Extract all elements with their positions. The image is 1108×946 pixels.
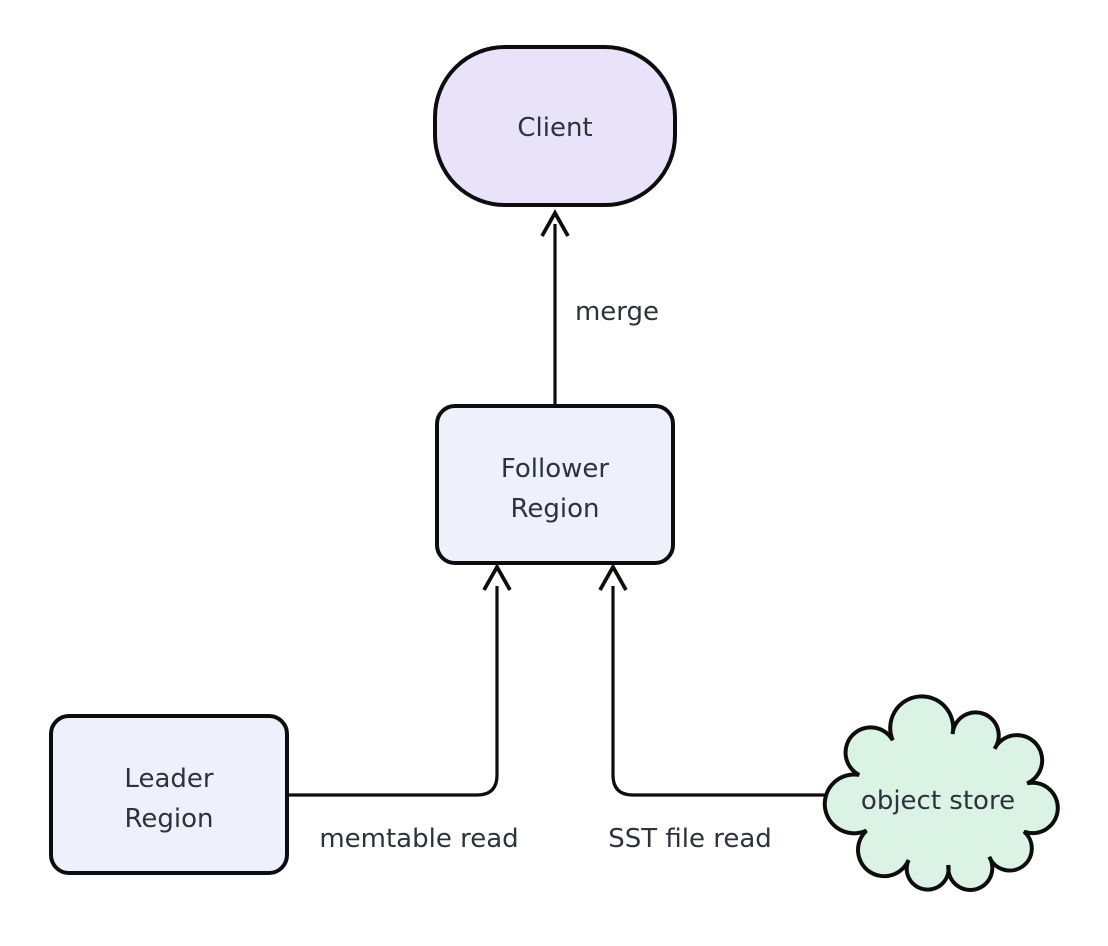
merge-edge: merge xyxy=(540,209,659,406)
client-node: Client xyxy=(433,45,677,207)
follower-region-node: Follower Region xyxy=(435,404,675,565)
merge-arrowhead-icon xyxy=(540,209,570,237)
leader-region-label-line1: Leader xyxy=(124,764,213,794)
merge-edge-label: merge xyxy=(575,297,659,327)
memtable-read-edge-line xyxy=(278,586,499,797)
follower-region-shape xyxy=(435,404,675,565)
sst-file-read-edge-label: SST file read xyxy=(608,824,772,854)
leader-region-label-line2: Region xyxy=(124,804,213,834)
sst-file-read-edge: SST file read xyxy=(598,563,870,854)
memtable-read-edge-label: memtable read xyxy=(319,824,518,854)
leader-region-shape xyxy=(49,714,289,875)
leader-region-node: Leader Region xyxy=(49,714,289,875)
client-shape xyxy=(433,45,677,207)
object-store-label: object store xyxy=(861,786,1015,816)
sst-file-read-edge-line xyxy=(611,586,870,797)
follower-region-label-line2: Region xyxy=(510,494,599,524)
client-label: Client xyxy=(517,113,592,143)
cloud-icon xyxy=(822,694,1060,892)
memtable-read-arrowhead-icon xyxy=(482,563,512,591)
memtable-read-edge: memtable read xyxy=(278,563,519,854)
sst-file-read-arrowhead-icon xyxy=(598,563,628,591)
object-store-node: object store xyxy=(822,694,1060,892)
follower-region-label-line1: Follower xyxy=(501,454,610,484)
